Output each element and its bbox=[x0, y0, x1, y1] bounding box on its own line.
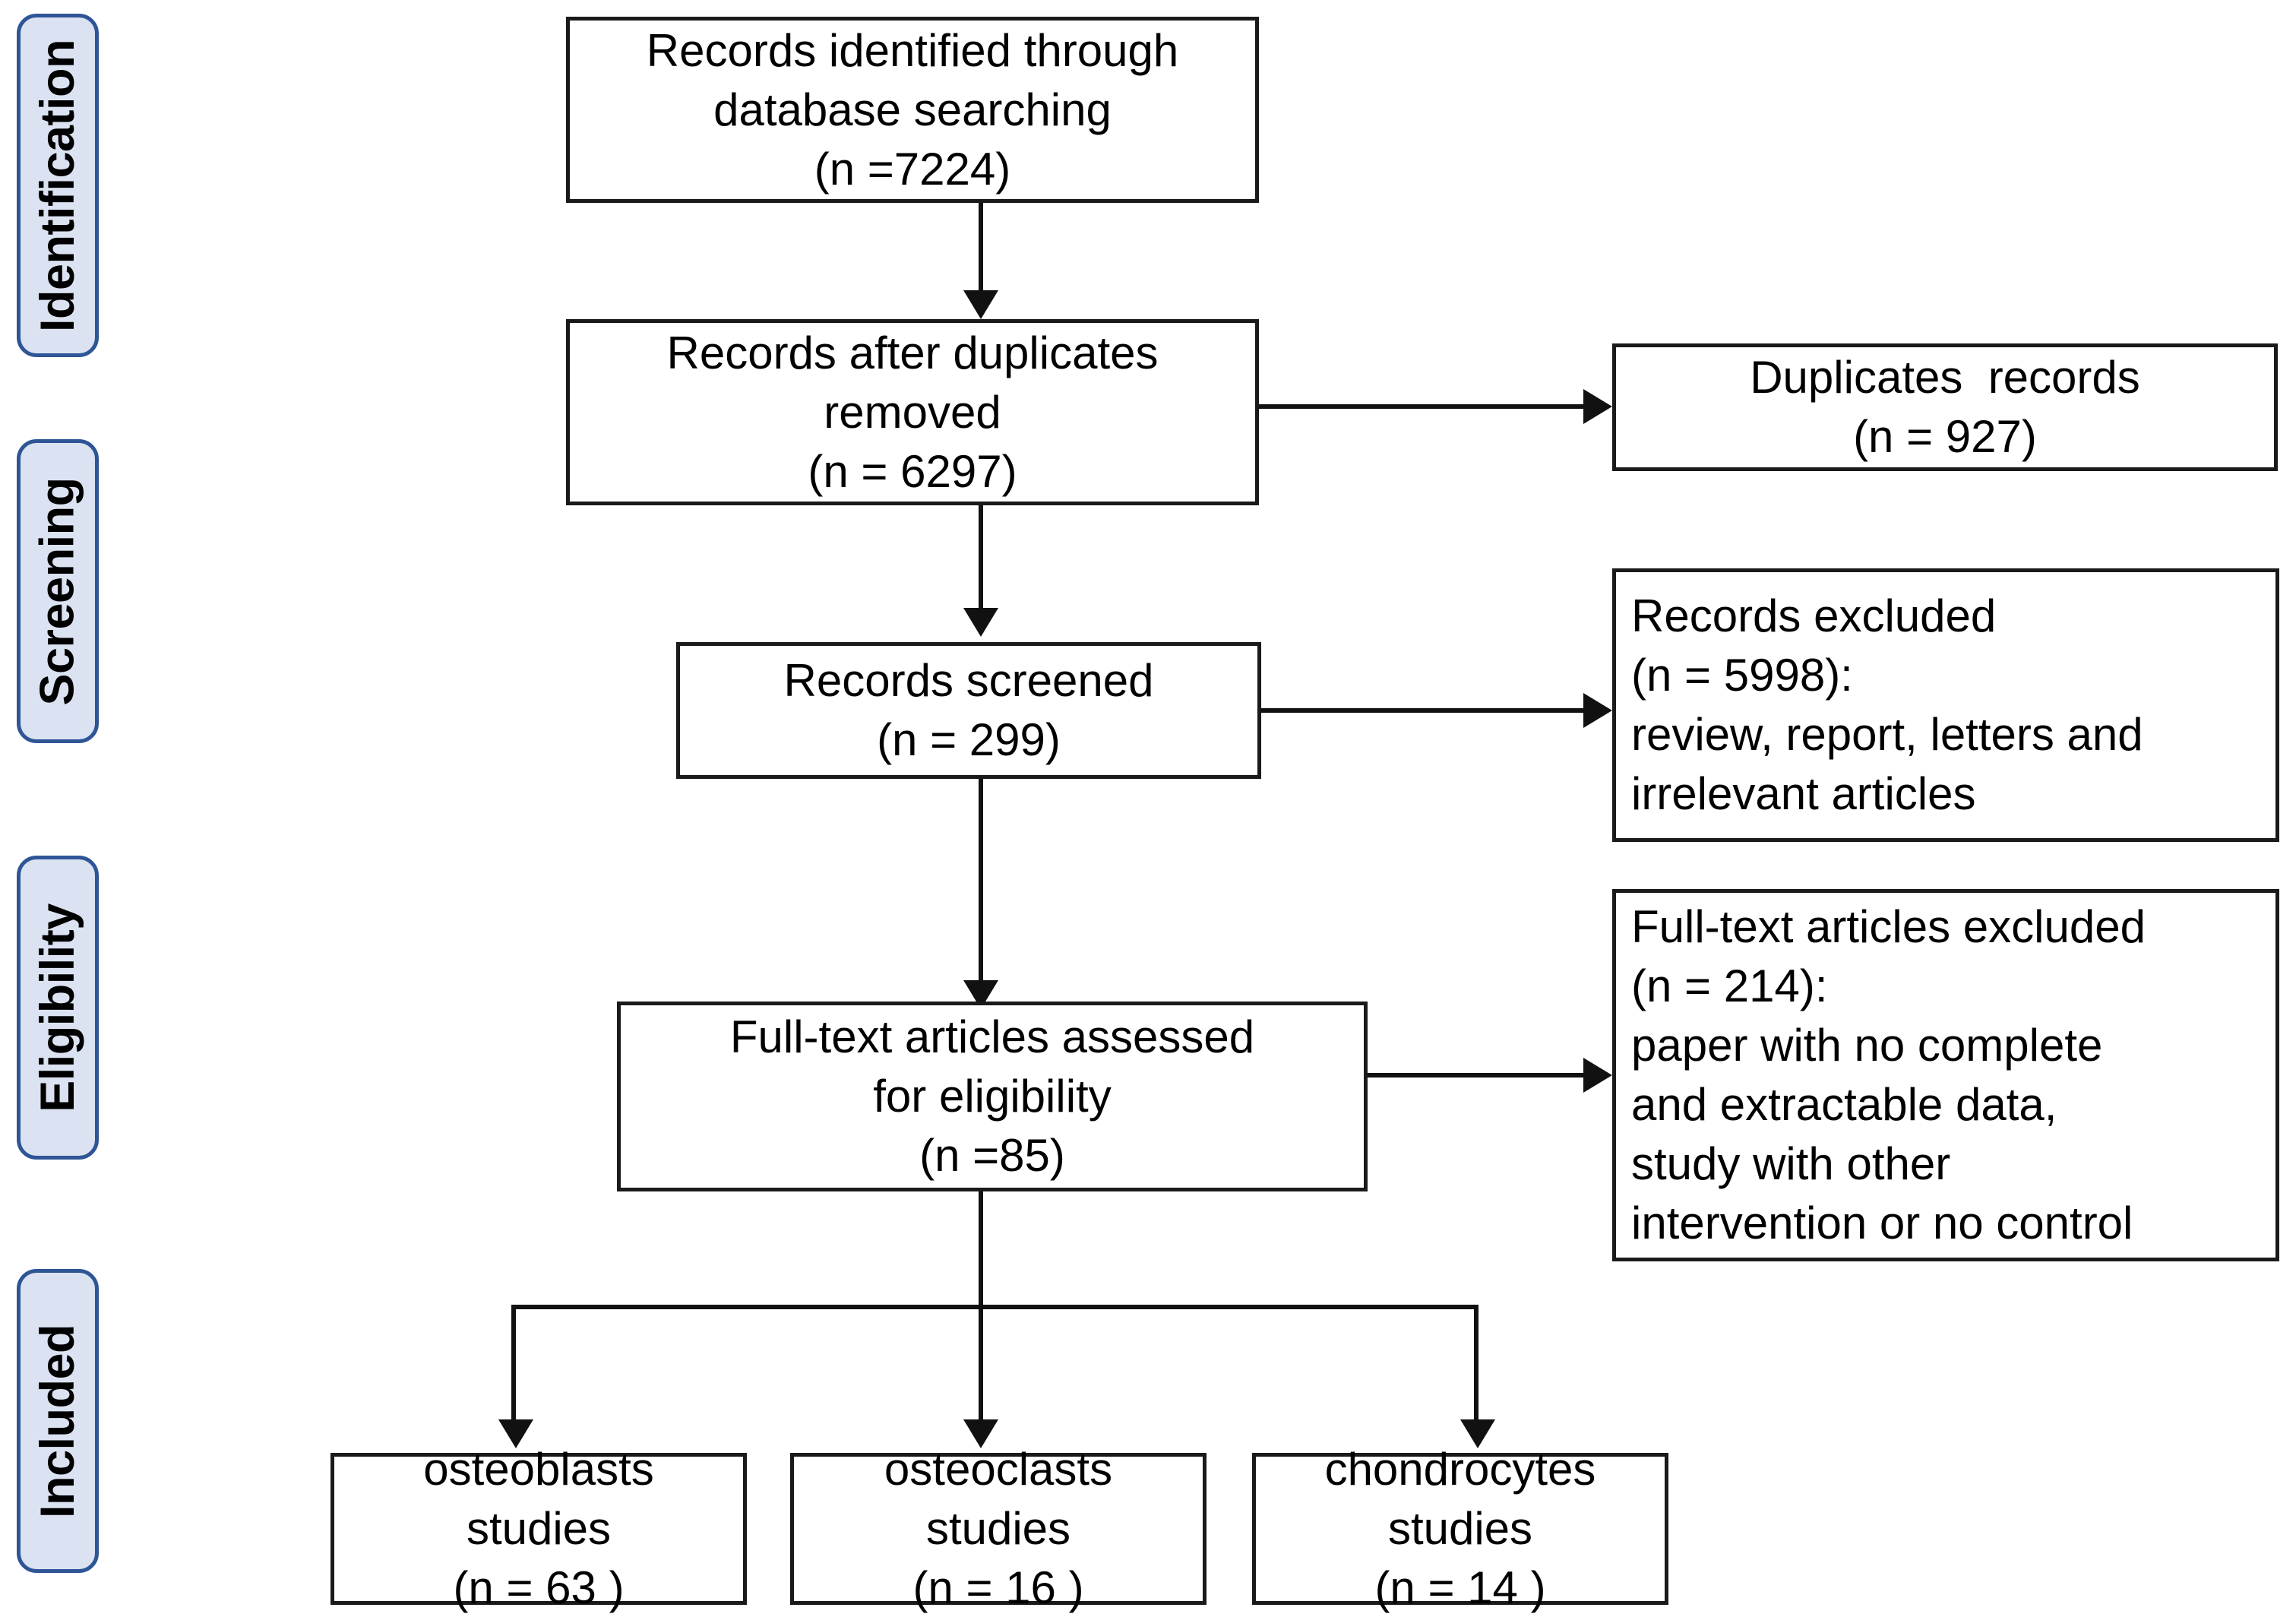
box-line: for eligibility bbox=[873, 1071, 1112, 1122]
stage-label-included: Included bbox=[30, 1324, 84, 1518]
arrowhead-screened-to-excluded bbox=[1583, 693, 1612, 728]
box-line: Records screened bbox=[783, 655, 1154, 706]
stage-pill-identification: Identification bbox=[17, 14, 99, 357]
connector-screened-to-excluded bbox=[1261, 708, 1588, 713]
box-line: (n = 14 ) bbox=[1374, 1562, 1546, 1613]
arrowhead-afterdup-to-duplicates bbox=[1583, 389, 1612, 424]
connector-screened-to-fulltext bbox=[979, 779, 983, 988]
box-line: (n =85) bbox=[919, 1130, 1065, 1181]
connector-split-bar bbox=[511, 1305, 1478, 1309]
box-line: studies bbox=[925, 1503, 1071, 1554]
stage-label-identification: Identification bbox=[30, 39, 84, 332]
box-line: and extractable data, bbox=[1631, 1079, 2057, 1130]
box-line: Records excluded bbox=[1631, 590, 1997, 641]
arrowhead-branch-osteoclasts bbox=[963, 1419, 998, 1448]
box-line: studies bbox=[1387, 1503, 1533, 1554]
box-records-identified: Records identified through database sear… bbox=[566, 17, 1259, 203]
box-fulltext-assessed: Full-text articles assessed for eligibil… bbox=[617, 1002, 1368, 1191]
connector-branch-osteoblasts bbox=[511, 1305, 516, 1426]
arrowhead-branch-chondrocytes bbox=[1460, 1419, 1495, 1448]
box-chondrocytes-studies: chondrocytes studies (n = 14 ) bbox=[1252, 1444, 1668, 1613]
box-line: (n = 63 ) bbox=[453, 1562, 625, 1613]
box-line: review, report, letters and bbox=[1631, 709, 2143, 760]
connector-identified-to-afterdup bbox=[979, 203, 983, 298]
connector-afterdup-to-screened bbox=[979, 505, 983, 615]
box-line: chondrocytes bbox=[1324, 1444, 1596, 1495]
box-line: (n = 299) bbox=[877, 714, 1061, 765]
box-osteoblasts-studies: osteoblasts studies (n = 63 ) bbox=[330, 1444, 747, 1613]
arrowhead-fulltext-to-ftexcluded bbox=[1583, 1058, 1612, 1093]
box-records-excluded: Records excluded (n = 5998): review, rep… bbox=[1612, 568, 2279, 842]
box-line: (n = 16 ) bbox=[912, 1562, 1084, 1613]
box-line: (n = 214): bbox=[1631, 960, 1828, 1011]
stage-pill-screening: Screening bbox=[17, 439, 99, 743]
stage-label-eligibility: Eligibility bbox=[30, 903, 84, 1112]
box-line: Full-text articles assessed bbox=[729, 1011, 1255, 1062]
connector-branch-chondrocytes bbox=[1474, 1305, 1478, 1426]
box-fulltext-excluded: Full-text articles excluded (n = 214): p… bbox=[1612, 889, 2279, 1261]
box-line: osteoblasts bbox=[423, 1444, 654, 1495]
box-line: Records identified through bbox=[646, 24, 1179, 76]
connector-afterdup-to-duplicates bbox=[1259, 404, 1587, 409]
stage-pill-included: Included bbox=[17, 1269, 99, 1573]
box-line: irrelevant articles bbox=[1631, 768, 1976, 819]
stage-pill-eligibility: Eligibility bbox=[17, 856, 99, 1160]
box-line: studies bbox=[466, 1503, 612, 1554]
connector-fulltext-split-stem bbox=[979, 1191, 983, 1309]
connector-fulltext-to-ftexcluded bbox=[1368, 1073, 1588, 1077]
box-line: intervention or no control bbox=[1631, 1198, 2133, 1248]
box-line: (n = 5998): bbox=[1631, 650, 1853, 701]
box-line: paper with no complete bbox=[1631, 1020, 2103, 1071]
box-line: Full-text articles excluded bbox=[1631, 901, 2146, 952]
arrowhead-identified-to-afterdup bbox=[963, 290, 998, 319]
box-line: database searching bbox=[713, 84, 1112, 135]
arrowhead-branch-osteoblasts bbox=[498, 1419, 533, 1448]
stage-label-screening: Screening bbox=[30, 476, 84, 706]
arrowhead-afterdup-to-screened bbox=[963, 608, 998, 637]
box-records-screened: Records screened (n = 299) bbox=[676, 642, 1261, 779]
box-records-after-duplicates: Records after duplicates removed (n = 62… bbox=[566, 319, 1259, 505]
box-line: study with other bbox=[1631, 1138, 1951, 1189]
box-line: (n =7224) bbox=[814, 143, 1011, 195]
box-line: Duplicates records bbox=[1750, 352, 2140, 403]
box-osteoclasts-studies: osteoclasts studies (n = 16 ) bbox=[790, 1444, 1207, 1613]
box-line: (n = 927) bbox=[1853, 411, 2037, 462]
box-line: osteoclasts bbox=[884, 1444, 1113, 1495]
box-duplicates-records: Duplicates records (n = 927) bbox=[1612, 343, 2278, 471]
box-line: Records after duplicates bbox=[666, 327, 1159, 378]
box-line: removed bbox=[824, 386, 1001, 438]
connector-branch-osteoclasts bbox=[979, 1305, 983, 1426]
box-line: (n = 6297) bbox=[808, 445, 1017, 497]
